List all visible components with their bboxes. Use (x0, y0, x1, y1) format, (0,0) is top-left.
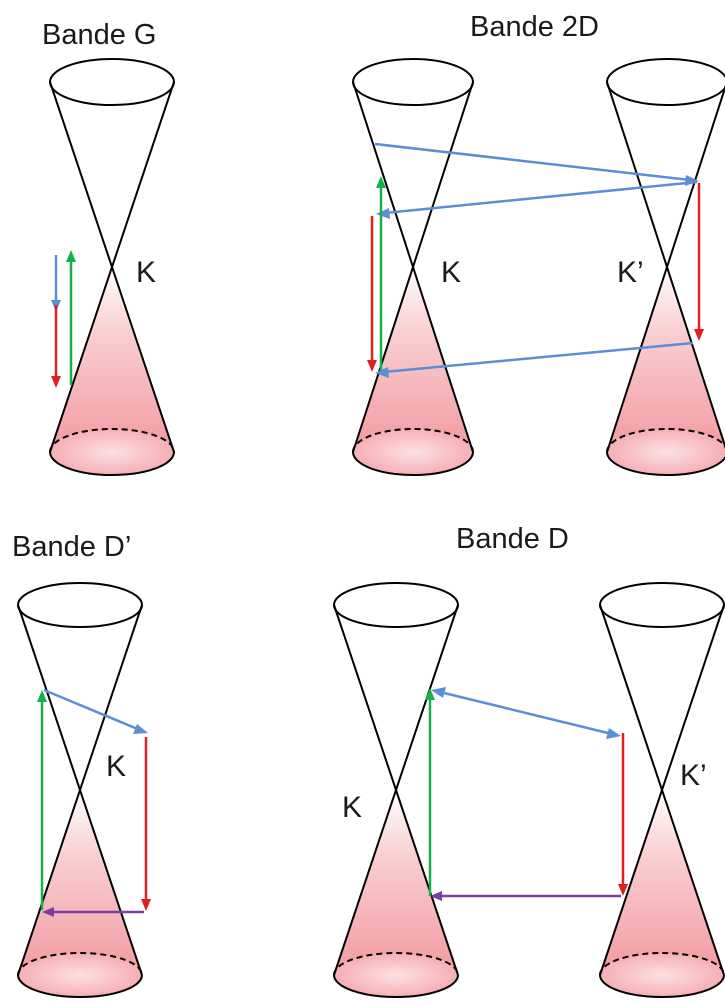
dirac-cone-k (333, 582, 459, 998)
cone-base-ellipse (18, 953, 142, 997)
cone-base-ellipse (50, 429, 174, 475)
cone-top-ellipse (49, 58, 175, 106)
arrow-blue-return (383, 341, 694, 374)
cone-edge-right (599, 604, 725, 976)
arrowhead-red (51, 376, 61, 388)
point-label-k: K (106, 750, 126, 783)
point-label-k: K (441, 256, 461, 289)
cone-base-front-edge (352, 451, 474, 476)
panel-title: Bande D (456, 523, 569, 555)
cone-top-ellipse (17, 582, 143, 628)
point-label-k: K (342, 791, 362, 824)
lower-cone-fill (353, 265, 473, 452)
cone-edge-right (606, 84, 725, 453)
panel-title: Bande 2D (470, 11, 599, 43)
point-label-k-prime: K’ (680, 759, 707, 792)
lower-cone-fill (334, 790, 458, 975)
arrowhead-blue-end (606, 728, 621, 739)
arrow-blue-scatter-back (384, 180, 698, 215)
arrow-blue-scatter (43, 688, 141, 732)
arrowhead-purple (42, 907, 54, 917)
cone-base-ellipse (600, 953, 724, 997)
arrowhead-purple (430, 891, 442, 901)
panel-bande-g: Bande G K (42, 19, 175, 476)
arrowhead-green (425, 688, 435, 700)
cone-edge-right (17, 604, 143, 976)
arrowhead-red (367, 360, 377, 372)
cone-base-rear-edge (352, 428, 474, 453)
cone-base-front-edge (599, 974, 725, 998)
transition-arrows (37, 688, 151, 917)
dirac-cone-k-prime (599, 582, 725, 998)
point-label-k-prime: K’ (617, 256, 644, 289)
cone-top-ellipse (352, 58, 474, 106)
arrow-blue-scatter-to-k-prime (374, 142, 691, 182)
cone-base-rear-edge (17, 952, 143, 976)
dirac-cone-k-prime (606, 58, 725, 476)
lower-cone-fill (607, 265, 725, 452)
cone-top-ellipse (333, 582, 459, 628)
lower-cone-fill (600, 790, 724, 975)
cone-base-rear-edge (333, 952, 459, 976)
arrowhead-green (66, 250, 76, 262)
transition-arrows (425, 687, 628, 901)
transition-arrows (367, 142, 704, 378)
panel-bande-2d: Bande 2D K K’ (352, 11, 725, 476)
cone-base-ellipse (334, 953, 458, 997)
arrowhead-red (694, 329, 704, 341)
cone-base-front-edge (49, 451, 175, 476)
arrow-blue-scatter-to-k-prime (439, 690, 613, 736)
cone-top-ellipse (606, 58, 725, 106)
panel-title: Bande G (42, 19, 156, 51)
arrowhead-blue (375, 367, 389, 378)
panel-bande-d-prime: Bande D’ K (12, 531, 151, 998)
cone-base-rear-edge (49, 428, 175, 453)
cone-edge-right (352, 81, 474, 453)
arrowhead-blue-start (431, 687, 446, 698)
transition-arrows (51, 250, 76, 388)
cone-base-front-edge (17, 974, 143, 998)
cone-base-rear-edge (606, 428, 725, 453)
arrowhead-green (376, 176, 386, 188)
point-label-k: K (136, 256, 156, 289)
dirac-cone-k (352, 58, 474, 476)
cone-edge-right (49, 81, 175, 453)
panel-title: Bande D’ (12, 531, 131, 563)
arrowhead-red (618, 884, 628, 896)
lower-cone-fill (18, 790, 142, 975)
cone-base-front-edge (333, 974, 459, 998)
cone-base-front-edge (606, 451, 725, 476)
cone-base-ellipse (353, 429, 473, 475)
dirac-cone-k (17, 582, 143, 998)
cone-base-ellipse (607, 429, 725, 475)
arrowhead-red (141, 899, 151, 911)
arrowhead-blue (376, 208, 390, 219)
arrowhead-green (37, 690, 47, 702)
panel-bande-d: Bande D K K’ (333, 523, 725, 998)
lower-cone-fill (50, 265, 174, 452)
arrowhead-blue (133, 724, 148, 734)
cone-top-ellipse (599, 582, 725, 628)
dirac-cone-k (49, 58, 175, 476)
cone-edge-right (333, 604, 459, 976)
cone-base-rear-edge (599, 952, 725, 976)
